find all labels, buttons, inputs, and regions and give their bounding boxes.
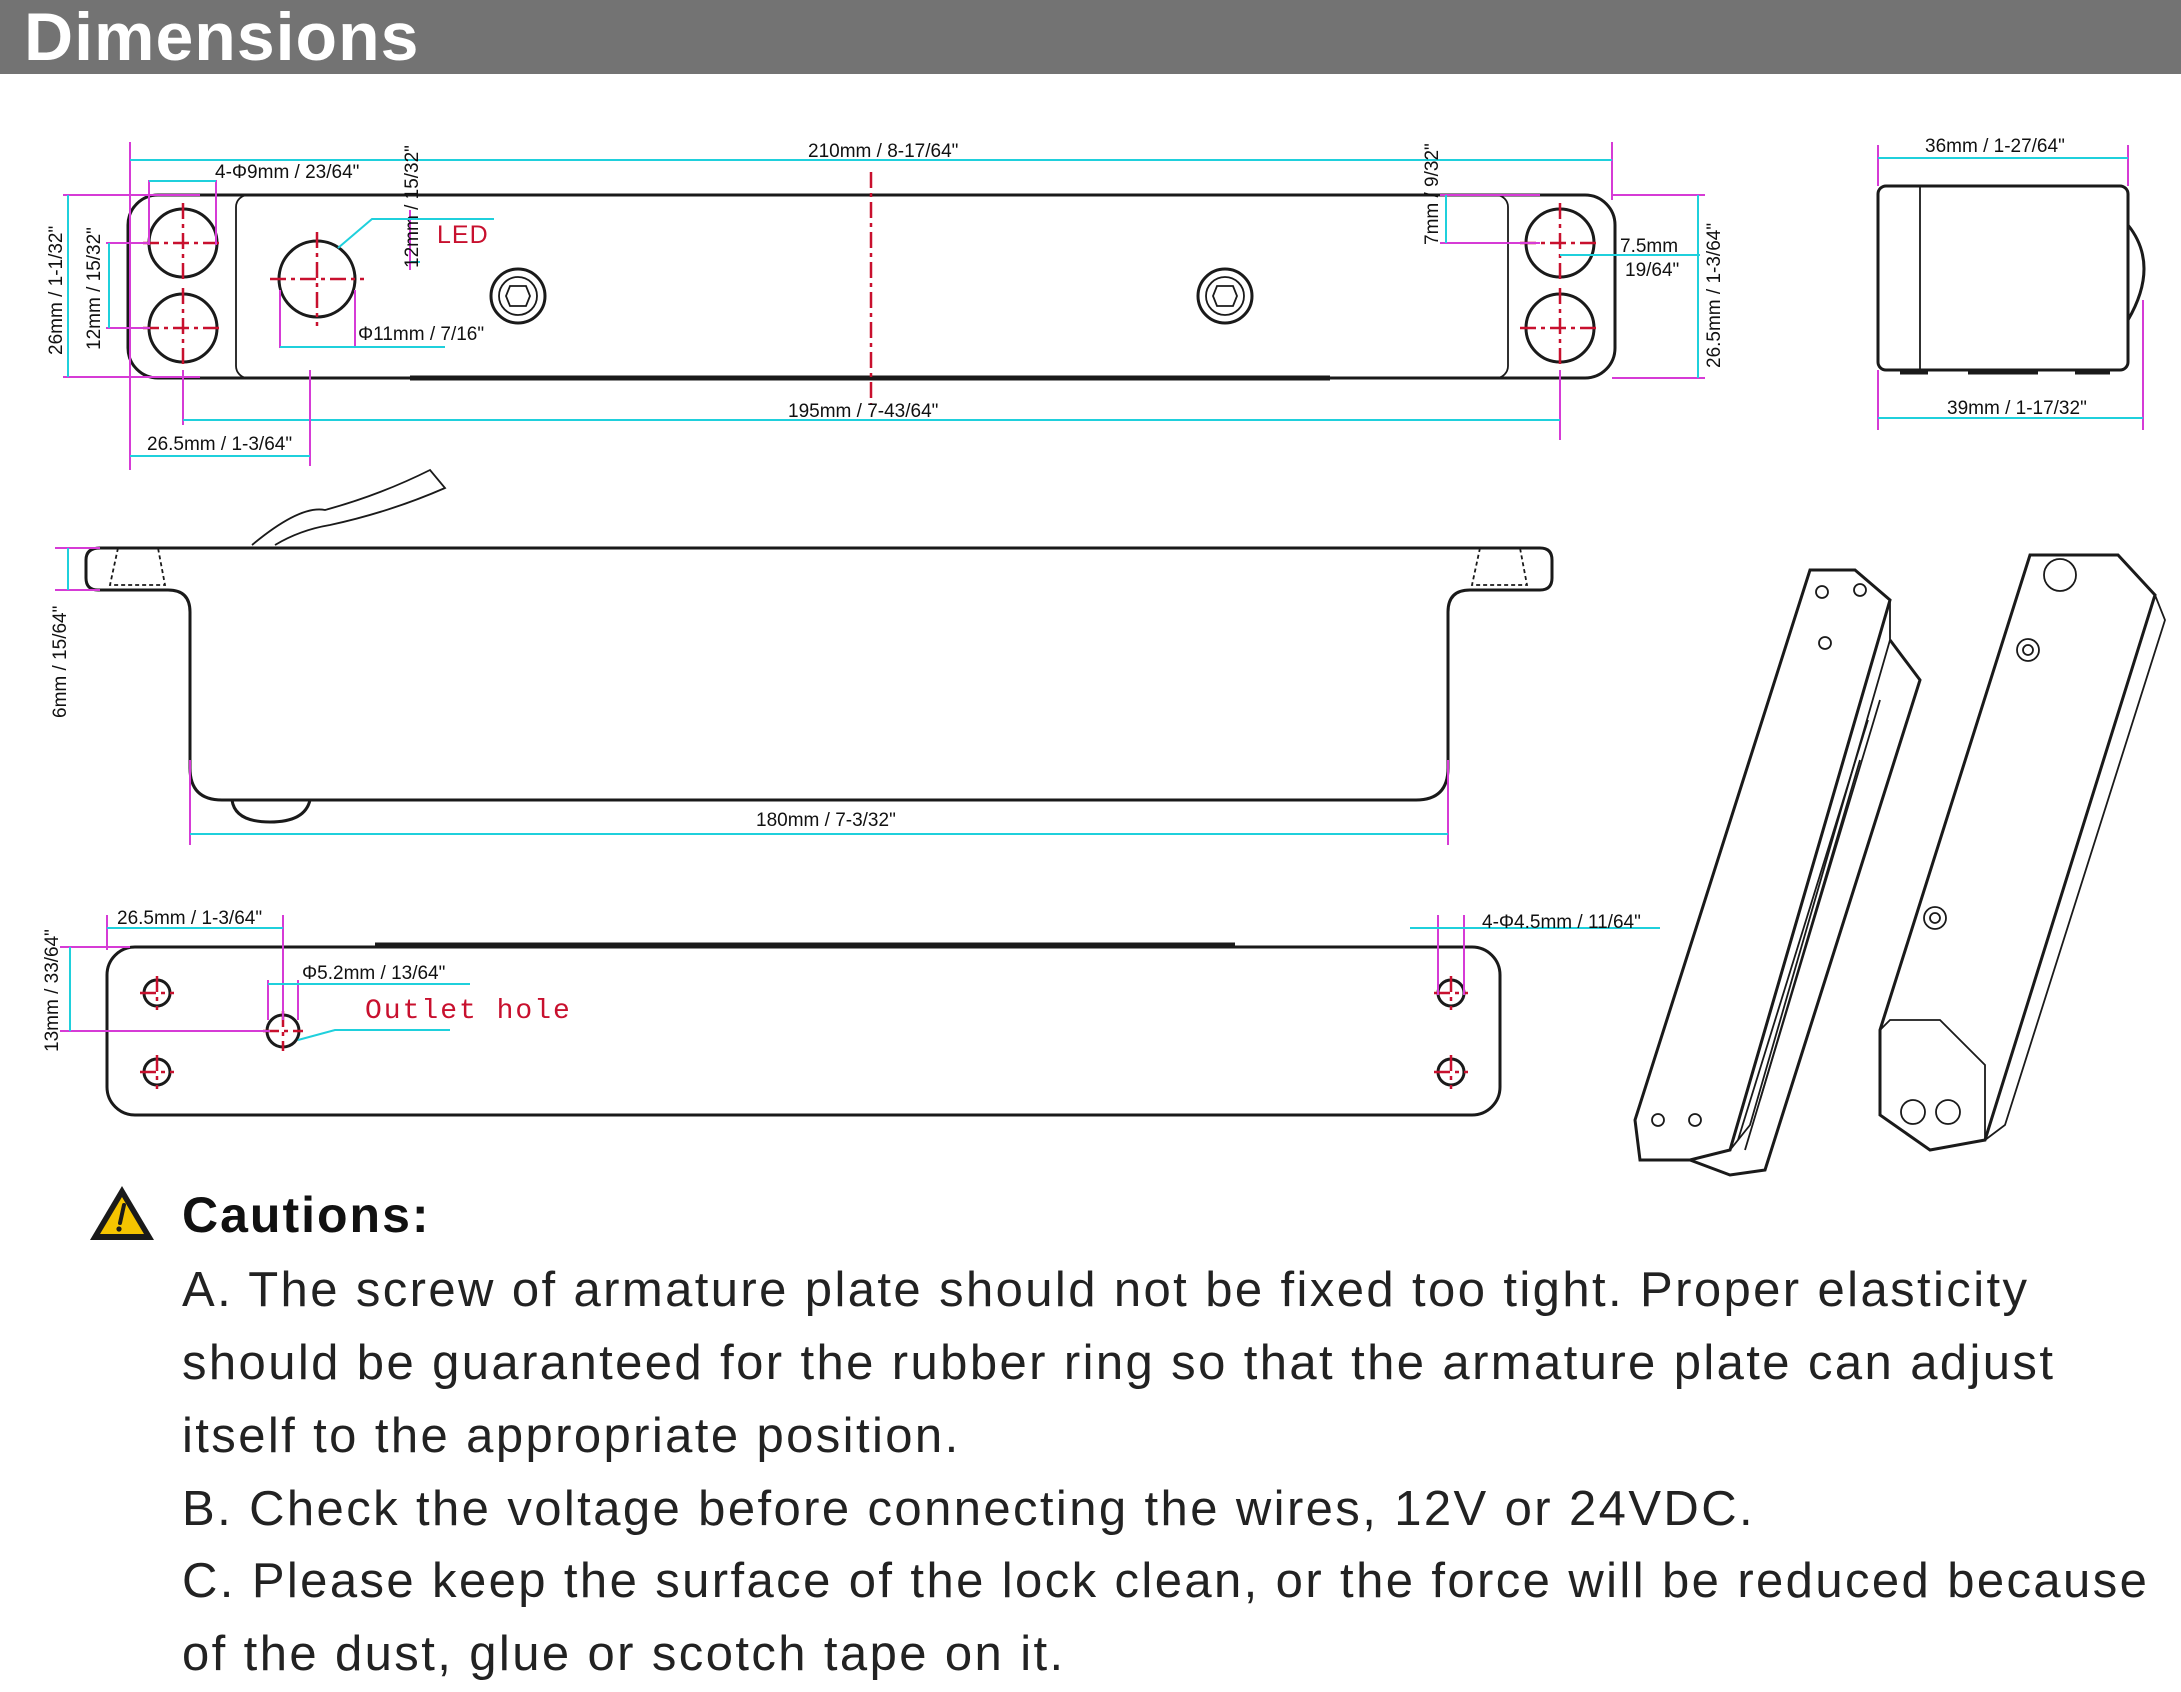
mount-hole bbox=[143, 288, 223, 368]
cautions-title: Cautions: bbox=[182, 1187, 431, 1243]
bottom-view: 26.5mm / 1-3/64" 13mm / 33/64" Φ5.2mm / … bbox=[42, 908, 1660, 1117]
mount-hole bbox=[1520, 288, 1600, 368]
caution-line: of the dust, glue or scotch tape on it. bbox=[182, 1627, 1066, 1681]
screw-icon bbox=[1196, 267, 1254, 325]
dim-right-offset-h-1: 7.5mm bbox=[1620, 236, 1678, 257]
dim-led-diameter: Φ11mm / 7/16" bbox=[358, 324, 484, 345]
dim-outlet-diameter: Φ5.2mm / 13/64" bbox=[302, 963, 445, 984]
mount-hole bbox=[140, 976, 174, 1010]
dim-hole-diameter: 4-Φ9mm / 23/64" bbox=[215, 162, 359, 183]
dim-hole-center-span: 195mm / 7-43/64" bbox=[788, 401, 938, 422]
led-indicator bbox=[270, 232, 364, 326]
caution-line: itself to the appropriate position. bbox=[182, 1409, 961, 1463]
wire-cable bbox=[251, 468, 447, 546]
mount-hole bbox=[1434, 1055, 1468, 1089]
dim-end-bottom-width: 39mm / 1-17/32" bbox=[1947, 398, 2087, 419]
mount-hole bbox=[143, 203, 223, 283]
side-view: 6mm / 15/64" 180mm / 7-3/32" bbox=[50, 468, 1554, 845]
dim-left-hole-spacing: 12mm / 15/32" bbox=[84, 227, 105, 350]
dim-total-length: 210mm / 8-17/64" bbox=[808, 141, 958, 162]
dim-right-offset-v: 7mm / 9/32" bbox=[1422, 143, 1443, 245]
caution-line: should be guaranteed for the rubber ring… bbox=[182, 1336, 2056, 1390]
side-view-outline bbox=[84, 546, 1554, 802]
dim-right-height: 26.5mm / 1-3/64" bbox=[1704, 223, 1725, 368]
caution-line: C. Please keep the surface of the lock c… bbox=[182, 1554, 2150, 1608]
caution-line: A. The screw of armature plate should no… bbox=[182, 1263, 2030, 1317]
top-view: 210mm / 8-17/64" 4-Φ9mm / 23/64" 12mm / … bbox=[46, 141, 1725, 470]
dim-right-offset-h-2: 19/64" bbox=[1625, 260, 1679, 281]
mount-hole bbox=[1434, 976, 1468, 1010]
dim-mount-holes: 4-Φ4.5mm / 11/64" bbox=[1482, 912, 1641, 933]
isometric-view bbox=[1633, 553, 2166, 1177]
dim-end-top-width: 36mm / 1-27/64" bbox=[1925, 136, 2065, 157]
led-label: LED bbox=[437, 221, 489, 249]
screw-icon bbox=[489, 267, 547, 325]
dim-body-length: 180mm / 7-3/32" bbox=[756, 810, 896, 831]
page-title: Dimensions bbox=[24, 0, 420, 75]
magnet-body-iso bbox=[1878, 553, 2166, 1152]
dim-flange-thickness: 6mm / 15/64" bbox=[50, 606, 71, 718]
dim-bottom-left-offset: 26.5mm / 1-3/64" bbox=[117, 908, 262, 929]
dim-bottom-height-offset: 13mm / 33/64" bbox=[42, 929, 63, 1052]
dim-led-offset: 12mm / 15/32" bbox=[402, 145, 423, 268]
dim-left-height: 26mm / 1-1/32" bbox=[46, 226, 67, 355]
header-bar: Dimensions bbox=[0, 0, 2181, 75]
end-view-outline bbox=[1876, 184, 2130, 372]
outlet-hole-label: Outlet hole bbox=[365, 996, 572, 1027]
warning-icon bbox=[90, 1186, 154, 1240]
armature-plate-iso bbox=[1633, 568, 1922, 1177]
mount-hole bbox=[140, 1055, 174, 1089]
end-view: 36mm / 1-27/64" 39mm / 1-17/32" bbox=[1876, 136, 2146, 430]
dim-left-hole-offset: 26.5mm / 1-3/64" bbox=[147, 434, 292, 455]
caution-line: B. Check the voltage before connecting t… bbox=[182, 1482, 1755, 1536]
